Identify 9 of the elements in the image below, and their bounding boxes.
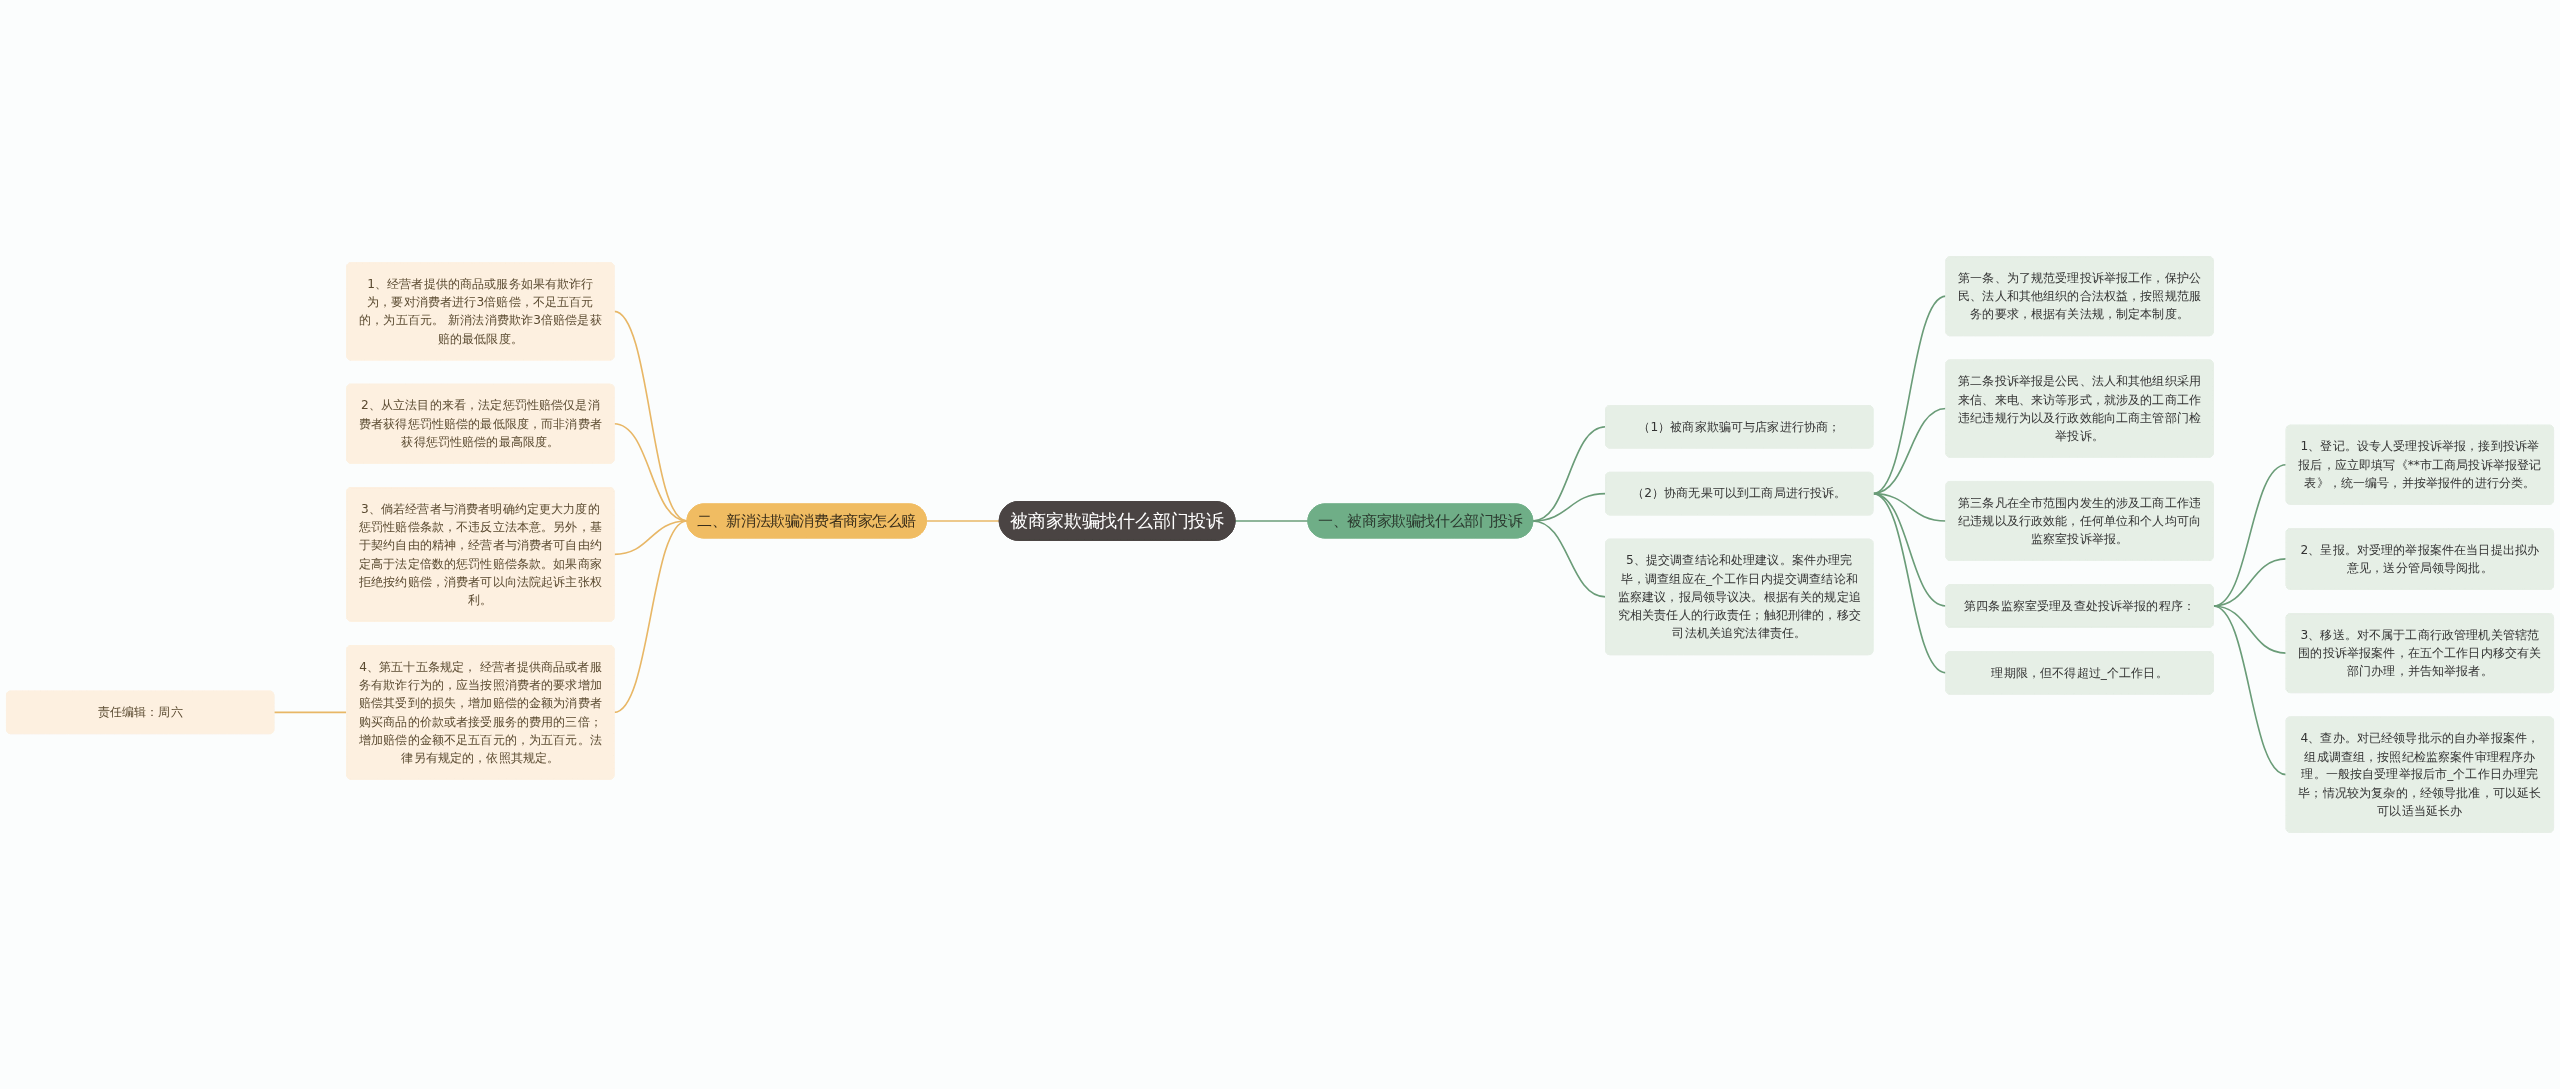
connector: [1872, 492, 1947, 674]
connector: [273, 711, 348, 714]
connector: [1531, 520, 1607, 598]
connector: [2212, 605, 2287, 776]
connector: [1234, 520, 1309, 522]
connector: [1872, 295, 1947, 495]
connector: [613, 520, 688, 714]
connector: [925, 520, 1001, 522]
connector: [1872, 407, 1947, 495]
